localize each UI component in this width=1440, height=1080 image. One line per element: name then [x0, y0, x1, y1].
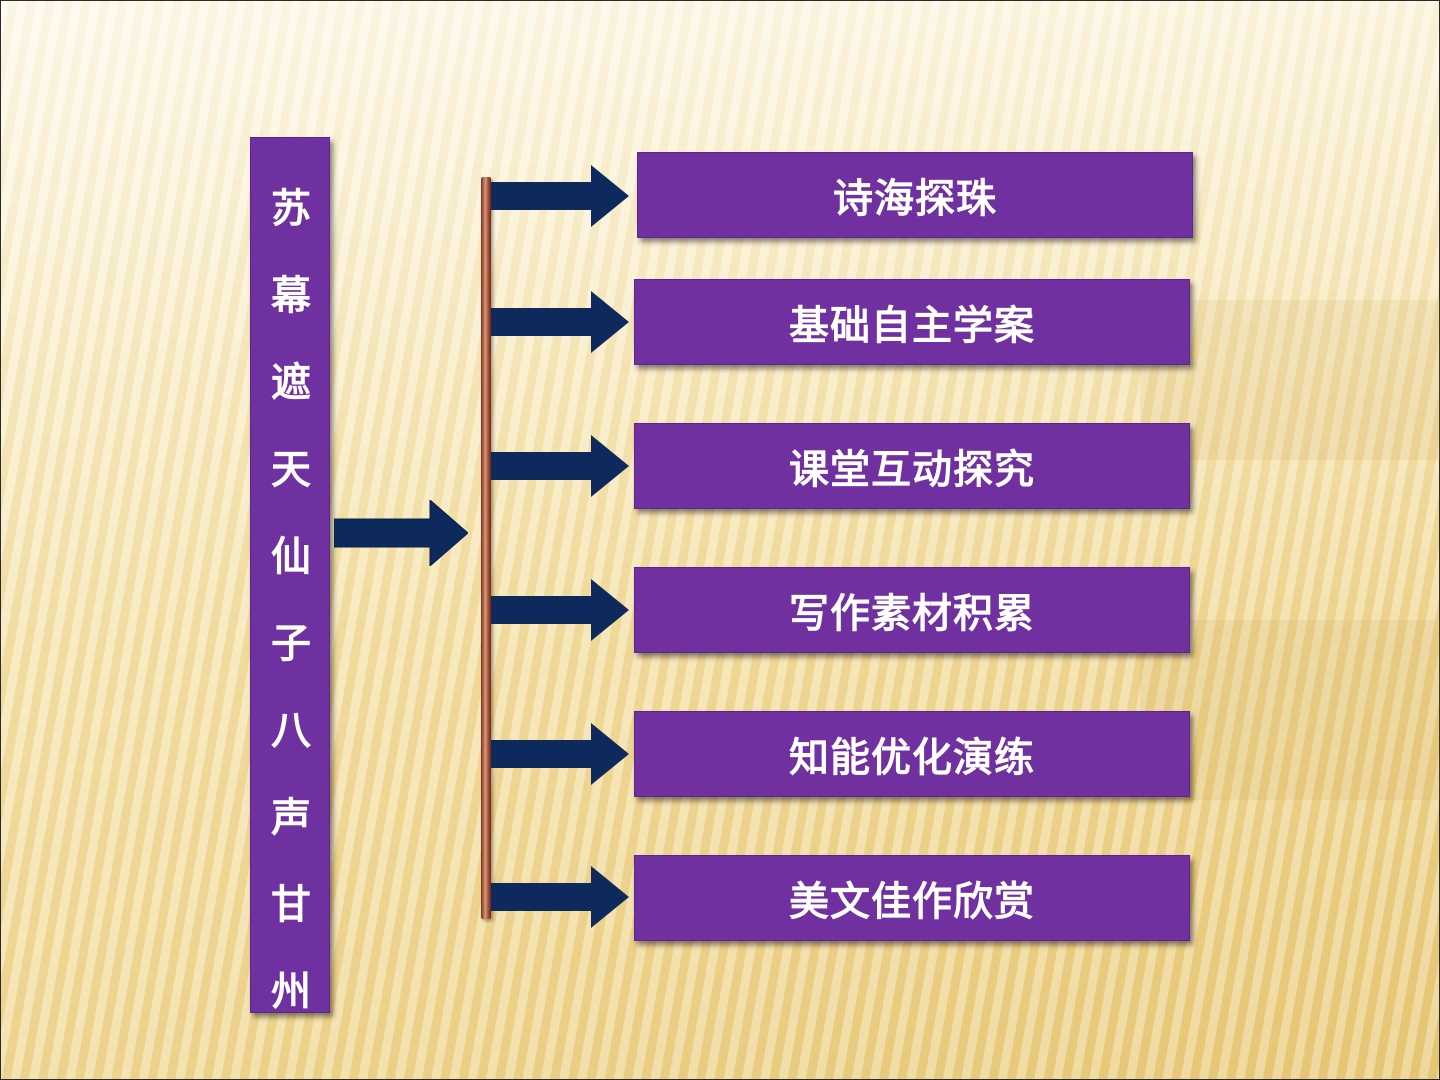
menu-item-label: 课堂互动探究: [789, 447, 1035, 493]
menu-item-label: 美文佳作欣赏: [789, 879, 1035, 925]
title-char: 遮: [271, 360, 311, 406]
branch-arrow-icon: [491, 866, 629, 928]
title-char: 八: [271, 708, 311, 754]
branch-arrow-icon: [491, 579, 629, 641]
title-char: 幕: [271, 273, 311, 319]
main-arrow-icon: [334, 500, 468, 566]
menu-item-meiwen-jiazuo-xinshang[interactable]: 美文佳作欣赏: [634, 855, 1190, 941]
branch-arrow-icon: [491, 435, 629, 497]
menu-item-label: 基础自主学案: [789, 303, 1035, 349]
background-band: [1140, 300, 1440, 460]
title-char: 仙: [271, 534, 311, 580]
menu-item-xiezuo-sucai-jilei[interactable]: 写作素材积累: [634, 567, 1190, 653]
branch-arrow-icon: [491, 165, 629, 227]
title-char: 甘: [271, 882, 311, 928]
title-char: 天: [271, 447, 311, 493]
background-band: [1140, 620, 1440, 800]
menu-item-shihai-tanzhu[interactable]: 诗海探珠: [637, 152, 1193, 238]
menu-item-ketang-hudong-tanjiu[interactable]: 课堂互动探究: [634, 423, 1190, 509]
title-char: 苏: [271, 186, 311, 232]
title-char: 声: [271, 795, 311, 841]
branch-arrow-icon: [491, 291, 629, 353]
menu-item-label: 写作素材积累: [789, 591, 1035, 637]
branch-arrow-icon: [491, 723, 629, 785]
menu-item-jichu-zizhu-xuean[interactable]: 基础自主学案: [634, 279, 1190, 365]
menu-item-zhineng-youhua-yanlian[interactable]: 知能优化演练: [634, 711, 1190, 797]
menu-item-label: 诗海探珠: [833, 176, 997, 222]
menu-item-label: 知能优化演练: [789, 735, 1035, 781]
vertical-title-bar: 苏 幕 遮 天 仙 子 八 声 甘 州: [250, 137, 330, 1015]
title-char: 子: [271, 621, 311, 667]
connector-spine: [481, 177, 491, 919]
title-char: 州: [271, 969, 311, 1015]
